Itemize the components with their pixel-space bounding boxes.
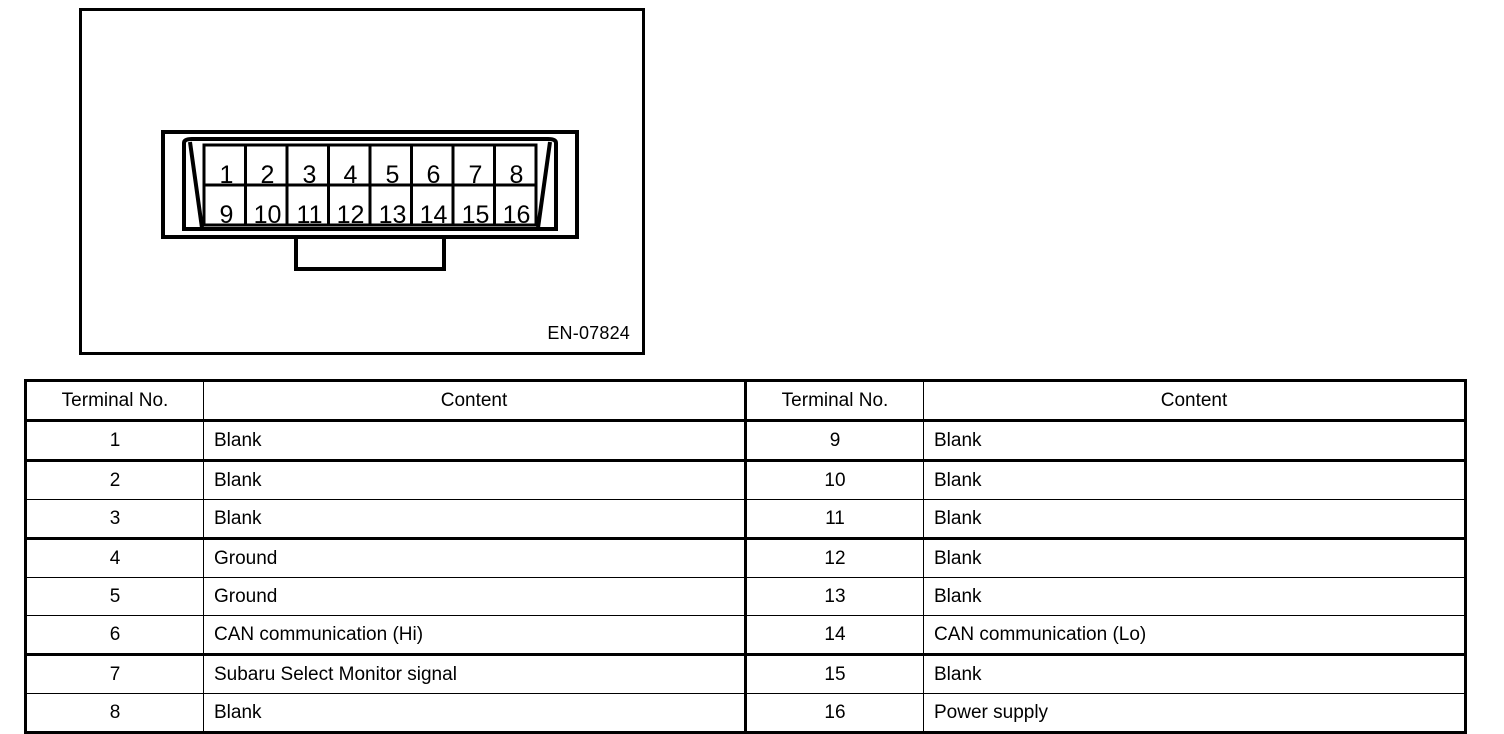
cell-terminal-no: 4 <box>25 538 204 578</box>
cell-content: Blank <box>203 499 746 540</box>
connector-left-bevel <box>188 141 204 229</box>
terminal-assignment-table: Terminal No. Content Terminal No. Conten… <box>24 379 1467 734</box>
pin-number-14: 14 <box>419 201 448 229</box>
cell-content: Subaru Select Monitor signal <box>203 654 746 694</box>
cell-content: Blank <box>923 420 1466 462</box>
cell-content: Power supply <box>923 693 1466 733</box>
cell-content: Blank <box>203 460 746 500</box>
cell-terminal-no: 10 <box>744 460 924 500</box>
pin-number-6: 6 <box>426 161 441 189</box>
cell-content: Blank <box>923 538 1466 578</box>
header-terminal-left: Terminal No. <box>25 380 204 422</box>
pin-number-11: 11 <box>296 201 323 229</box>
cell-terminal-no: 3 <box>25 499 204 540</box>
cell-content: Blank <box>923 577 1466 616</box>
table-row: 2 Blank 10 Blank <box>25 460 1466 500</box>
pin-number-3: 3 <box>302 161 317 189</box>
cell-terminal-no: 6 <box>25 615 204 656</box>
table-header-row: Terminal No. Content Terminal No. Conten… <box>25 380 1466 422</box>
table-row: 1 Blank 9 Blank <box>25 420 1466 462</box>
cell-terminal-no: 2 <box>25 460 204 500</box>
table-body: 1 Blank 9 Blank 2 Blank 10 Blank 3 Blank… <box>25 420 1466 733</box>
connector-locking-tab <box>294 235 446 271</box>
cell-content: Blank <box>923 654 1466 694</box>
cell-terminal-no: 8 <box>25 693 204 733</box>
table-row: 7 Subaru Select Monitor signal 15 Blank <box>25 654 1466 694</box>
connector-right-bevel <box>536 141 552 229</box>
figure-reference-code: EN-07824 <box>547 323 630 343</box>
pin-number-15: 15 <box>461 201 490 229</box>
pin-number-7: 7 <box>468 161 483 189</box>
table-header: Terminal No. Content Terminal No. Conten… <box>25 380 1466 422</box>
cell-content: Ground <box>203 577 746 616</box>
header-content-right: Content <box>923 380 1466 422</box>
pin-number-8: 8 <box>509 161 524 189</box>
cell-content: CAN communication (Hi) <box>203 615 746 656</box>
cell-terminal-no: 9 <box>744 420 924 462</box>
cell-terminal-no: 14 <box>744 615 924 656</box>
cell-terminal-no: 11 <box>744 499 924 540</box>
cell-terminal-no: 7 <box>25 654 204 694</box>
table-row: 4 Ground 12 Blank <box>25 538 1466 578</box>
cell-terminal-no: 15 <box>744 654 924 694</box>
pin-number-1: 1 <box>219 161 234 189</box>
pin-number-4: 4 <box>343 161 358 189</box>
header-content-left: Content <box>203 380 746 422</box>
cell-terminal-no: 5 <box>25 577 204 616</box>
pin-number-10: 10 <box>253 201 282 229</box>
pin-number-12: 12 <box>336 201 365 229</box>
pin-number-5: 5 <box>385 161 400 189</box>
cell-content: Blank <box>203 420 746 462</box>
table-row: 8 Blank 16 Power supply <box>25 693 1466 733</box>
pin-number-13: 13 <box>378 201 407 229</box>
pin-number-9: 9 <box>219 201 234 229</box>
cell-content: Blank <box>203 693 746 733</box>
pin-number-2: 2 <box>260 161 275 189</box>
table-row: 3 Blank 11 Blank <box>25 499 1466 540</box>
pin-number-16: 16 <box>502 201 531 229</box>
figure-panel: 1 2 3 4 5 6 7 8 9 10 11 12 13 14 15 16 E… <box>79 8 645 355</box>
cell-content: CAN communication (Lo) <box>923 615 1466 656</box>
obd-connector-diagram <box>161 130 579 271</box>
cell-content: Ground <box>203 538 746 578</box>
table-row: 5 Ground 13 Blank <box>25 577 1466 616</box>
cell-terminal-no: 13 <box>744 577 924 616</box>
header-terminal-right: Terminal No. <box>744 380 924 422</box>
cell-content: Blank <box>923 499 1466 540</box>
cell-content: Blank <box>923 460 1466 500</box>
table-row: 6 CAN communication (Hi) 14 CAN communic… <box>25 615 1466 656</box>
cell-terminal-no: 1 <box>25 420 204 462</box>
cell-terminal-no: 16 <box>744 693 924 733</box>
cell-terminal-no: 12 <box>744 538 924 578</box>
